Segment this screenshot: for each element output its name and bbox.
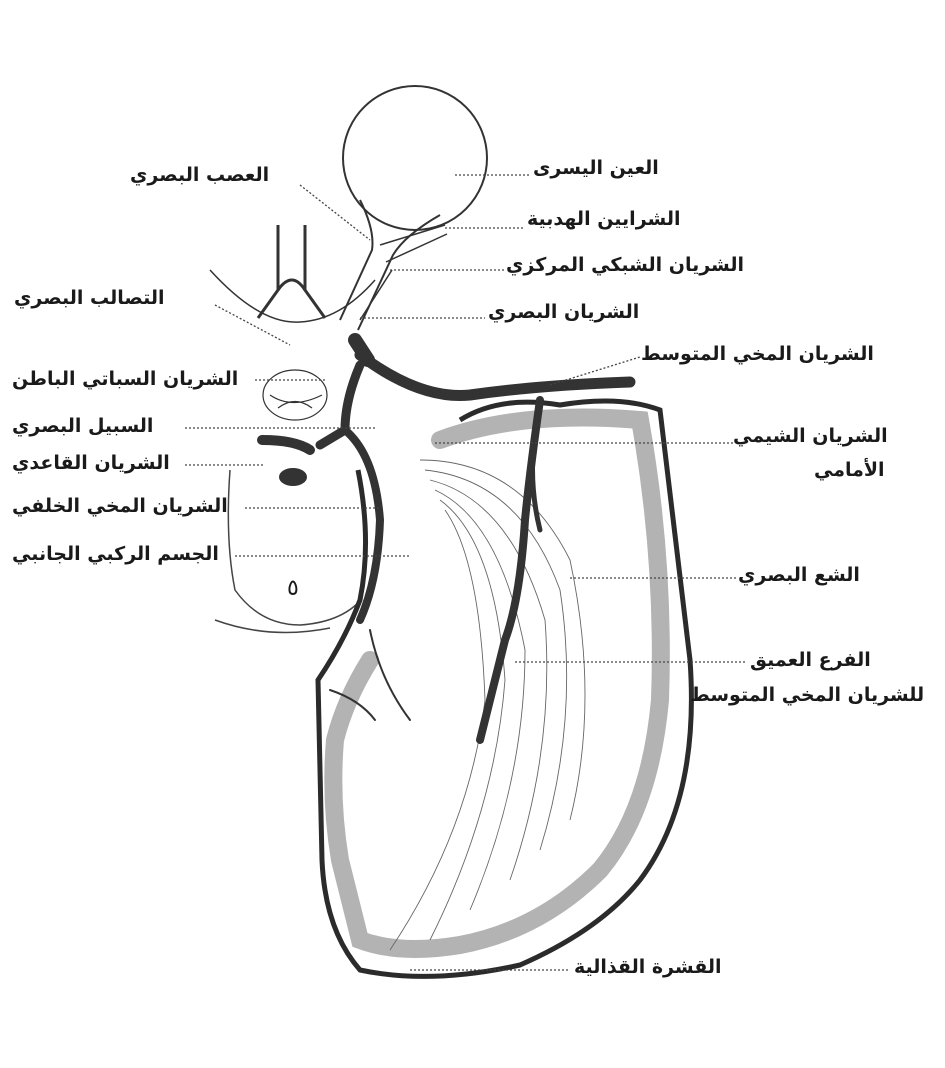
left-eye-illustration bbox=[342, 85, 488, 231]
label-optic-tract: السبيل البصري bbox=[12, 415, 154, 437]
brainstem-numeral: ٥ bbox=[287, 576, 299, 601]
label-ciliary-arteries: الشرايين الهدبية bbox=[527, 208, 681, 230]
optic-nerve-illustration bbox=[339, 199, 448, 331]
label-ophthalmic-artery: الشريان البصري bbox=[488, 301, 640, 323]
label-optic-chiasm: التصالب البصري bbox=[14, 287, 165, 309]
label-optic-nerve: العصب البصري bbox=[130, 164, 270, 186]
optic-chiasm-illustration bbox=[209, 225, 376, 421]
label-deep-branch-1: الفرع العميق bbox=[750, 649, 871, 671]
label-anterior-choroidal-artery-1: الشريان الشيمي bbox=[733, 425, 888, 447]
label-middle-cerebral-artery: الشريان المخي المتوسط bbox=[641, 343, 874, 365]
label-left-eye: العين اليسرى bbox=[533, 157, 659, 179]
arteries-illustration bbox=[257, 333, 636, 744]
label-calcarine-cortex: القشرة القذالية bbox=[574, 956, 722, 978]
leader-lines bbox=[185, 174, 745, 971]
label-posterior-cerebral-artery: الشريان المخي الخلفي bbox=[12, 495, 228, 517]
label-lateral-geniculate-body: الجسم الركبي الجانبي bbox=[12, 543, 219, 565]
optic-radiation-fibers bbox=[389, 459, 586, 951]
label-basilar-artery: الشريان القاعدي bbox=[12, 452, 170, 474]
label-deep-branch-2: للشريان المخي المتوسط bbox=[690, 684, 925, 706]
label-central-retinal-artery: الشريان الشبكي المركزي bbox=[506, 254, 745, 276]
label-anterior-choroidal-artery-2: الأمامي bbox=[814, 459, 885, 481]
label-internal-carotid-artery: الشريان السباتي الباطن bbox=[12, 368, 239, 390]
label-optic-radiation: الشع البصري bbox=[738, 564, 860, 586]
